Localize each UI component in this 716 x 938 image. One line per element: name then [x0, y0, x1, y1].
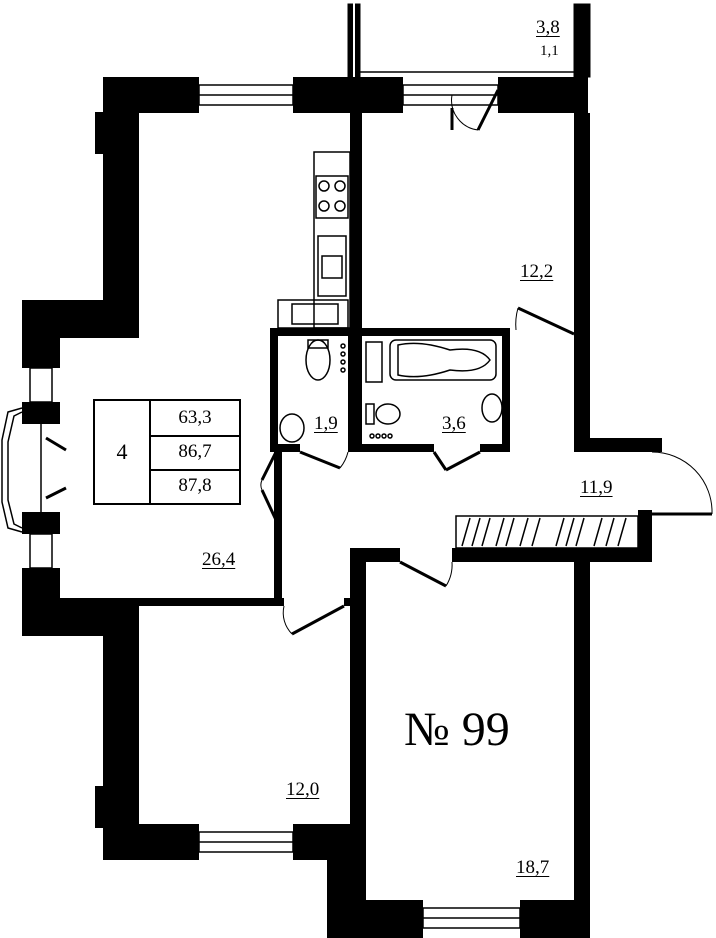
wc-area: 1,9: [314, 413, 338, 434]
storage-hatch: [455, 515, 639, 549]
living-area-value: 63,3: [151, 401, 239, 437]
balcony-sub-area: 1,1: [540, 43, 559, 59]
bedroom-right-area: 18,7: [516, 857, 550, 878]
windows: [1, 84, 521, 929]
living-kitchen-area: 26,4: [202, 549, 236, 570]
bedroom-left-area: 12,0: [286, 779, 320, 800]
total-area-value: 86,7: [151, 435, 239, 471]
apartment-info-table: 4 63,3 86,7 87,8: [93, 399, 241, 505]
bathroom-area: 3,6: [442, 413, 466, 434]
balcony: [347, 2, 591, 78]
doors: [45, 89, 713, 636]
bedroom-top-area: 12,2: [520, 261, 554, 282]
bathroom-fixtures: [279, 339, 503, 443]
walls: [22, 77, 662, 938]
total-area-with-balcony-value: 87,8: [178, 475, 212, 496]
rooms-count: 4: [95, 401, 151, 503]
hall-area: 11,9: [580, 477, 613, 498]
balcony-area: 3,8: [536, 17, 560, 38]
apartment-number: № 99: [404, 703, 510, 756]
kitchen-fixtures: [277, 151, 351, 329]
